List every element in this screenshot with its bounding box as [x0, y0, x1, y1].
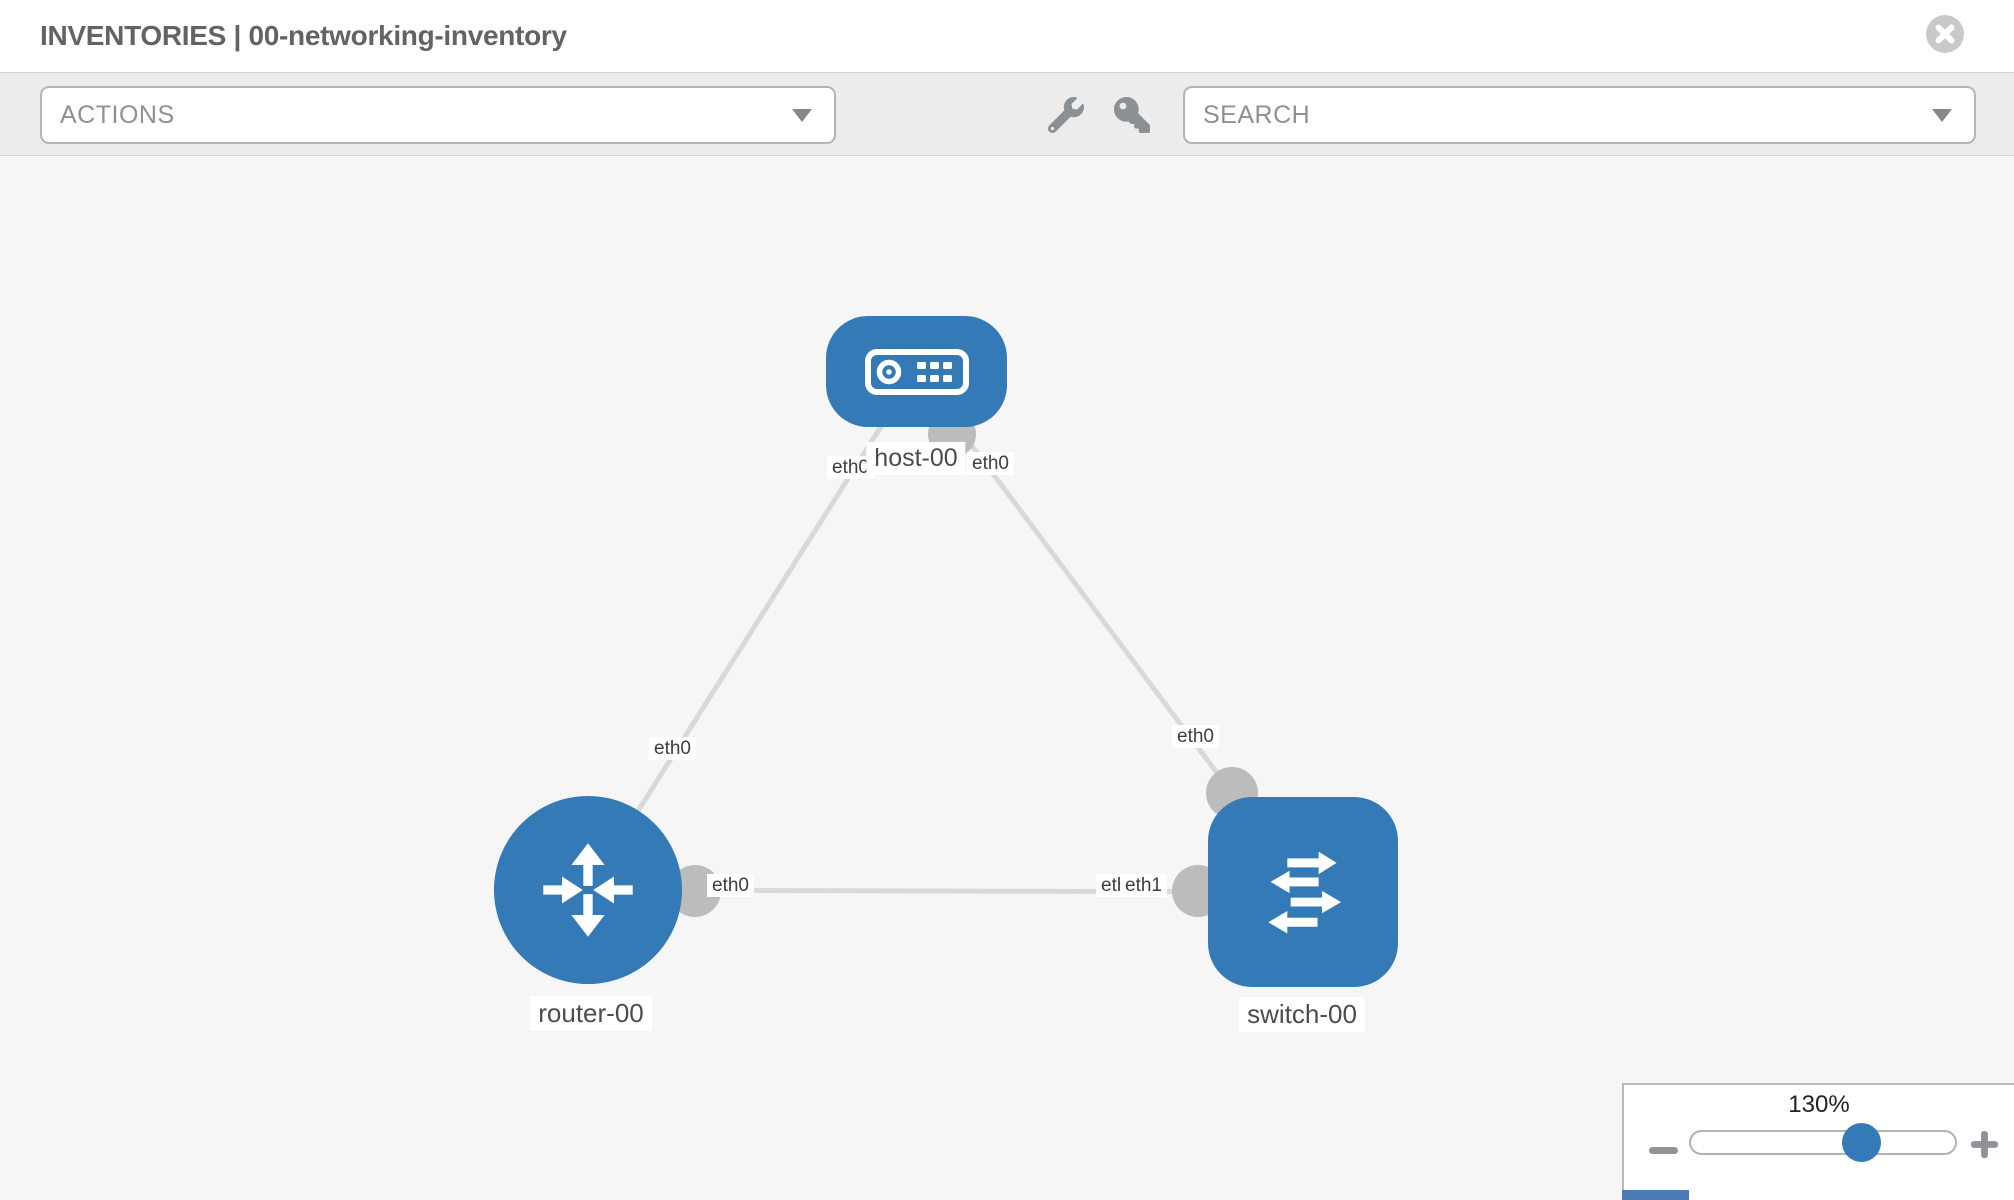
node-label-switch-00: switch-00	[1239, 997, 1365, 1032]
zoom-slider-track[interactable]	[1689, 1123, 1957, 1162]
node-host-00[interactable]	[826, 316, 1007, 427]
close-icon	[1935, 24, 1955, 44]
close-button[interactable]	[1926, 15, 1964, 53]
node-switch-00[interactable]	[1208, 797, 1398, 987]
search-dropdown[interactable]: SEARCH	[1183, 86, 1976, 144]
header: INVENTORIES | 00-networking-inventory	[0, 0, 2014, 72]
interface-label-host-eth0-left: eth0	[827, 456, 874, 479]
chevron-down-icon	[792, 109, 812, 122]
node-label-host-00: host-00	[866, 442, 966, 475]
toolbar: ACTIONS SEARCH	[0, 72, 2014, 156]
links-layer	[585, 369, 1304, 917]
plus-icon	[1970, 1130, 1998, 1158]
interface-label-router-eth0: eth0	[707, 874, 754, 897]
zoom-in-button[interactable]	[1967, 1128, 2001, 1160]
key-button[interactable]	[1114, 97, 1150, 133]
node-label-router-00: router-00	[530, 996, 652, 1031]
key-icon	[1114, 97, 1150, 133]
actions-dropdown[interactable]: ACTIONS	[40, 86, 836, 144]
zoom-slider-thumb[interactable]	[1842, 1123, 1881, 1162]
zoom-out-button[interactable]	[1644, 1131, 1682, 1159]
page-title: INVENTORIES | 00-networking-inventory	[40, 20, 567, 51]
topology-canvas[interactable]: host-00 router-00 switch-00 eth0 eth0 et…	[0, 156, 2014, 1200]
interface-label-host-eth0-right: eth0	[967, 452, 1014, 475]
zoom-level-value: 130%	[1788, 1091, 1850, 1118]
actions-dropdown-label: ACTIONS	[60, 101, 175, 129]
chevron-down-icon	[1932, 109, 1952, 122]
host-icon	[864, 348, 969, 395]
switch-icon	[1268, 851, 1342, 934]
interface-label-switch-eth1: eth1	[1120, 874, 1167, 897]
interface-label-switch-eth0: eth0	[1172, 725, 1219, 748]
minus-icon	[1648, 1146, 1678, 1154]
bottom-edge-blue-bar	[1622, 1190, 1689, 1200]
search-dropdown-label: SEARCH	[1203, 101, 1311, 129]
router-icon	[543, 843, 633, 937]
interface-label-router-eth0-uplink: eth0	[649, 737, 696, 760]
node-router-00[interactable]	[494, 796, 682, 984]
tools-button[interactable]	[1048, 97, 1084, 133]
wrench-icon	[1048, 97, 1084, 133]
zoom-panel: 130%	[1622, 1083, 2014, 1200]
